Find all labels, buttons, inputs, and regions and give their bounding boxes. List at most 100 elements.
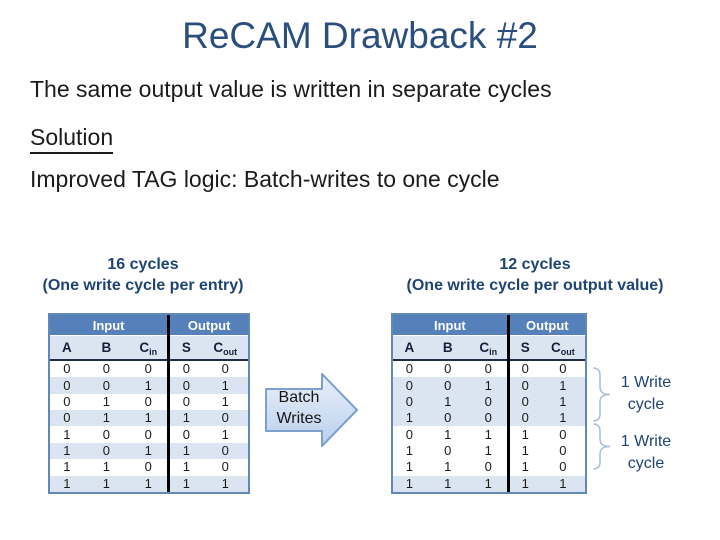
column-header: Cin — [469, 335, 509, 361]
table-cell: 0 — [425, 410, 470, 427]
table-cell: 0 — [425, 377, 470, 394]
table-cell: 0 — [167, 393, 203, 411]
left-table-caption: 16 cycles (One write cycle per entry) — [23, 254, 263, 296]
table-cell: 0 — [559, 443, 567, 458]
left-caption-line2: (One write cycle per entry) — [42, 277, 244, 294]
table-cell: 1 — [540, 393, 585, 411]
write-cycle-annotation-1: 1 Write cycle — [604, 372, 688, 416]
table-cell: 1 — [102, 393, 111, 409]
table-cell: 0 — [63, 393, 71, 409]
solution-heading: Solution — [30, 124, 114, 154]
table-cell: 1 — [83, 475, 130, 492]
group-header: Input — [393, 315, 509, 336]
table-cell: 0 — [50, 377, 84, 394]
table-cell: 1 — [50, 442, 84, 460]
table-cell: 1 — [540, 475, 585, 492]
table-cell: 0 — [167, 377, 203, 394]
column-header: Cout — [202, 335, 248, 361]
table-cell: 0 — [444, 361, 452, 377]
column-header: A — [393, 335, 426, 361]
table-cell: 1 — [102, 459, 111, 475]
right-caption-line1: 12 cycles — [499, 256, 571, 273]
table-cell: 0 — [405, 361, 413, 377]
table-cell: 1 — [540, 410, 585, 427]
table-cell: 1 — [50, 475, 84, 492]
table-cell: 1 — [405, 459, 413, 475]
table-cell: 0 — [83, 377, 130, 394]
table-cell: 0 — [559, 361, 567, 377]
annotation1-line2: cycle — [627, 396, 665, 413]
column-header: Cin — [129, 335, 169, 361]
table-cell: 0 — [102, 361, 111, 377]
table-cell: 0 — [221, 459, 229, 475]
table-cell: 1 — [405, 443, 413, 458]
batch-writes-line2: Writes — [276, 410, 322, 427]
table-cell: 1 — [425, 393, 470, 411]
group-header: Input — [50, 315, 169, 336]
group-header: Output — [167, 315, 248, 336]
table-cell: 0 — [202, 410, 248, 427]
table-cell: 0 — [144, 459, 152, 475]
table-cell: 0 — [202, 442, 248, 460]
table-cell: 0 — [50, 410, 84, 427]
table-cell: 0 — [63, 361, 71, 377]
table-cell: 1 — [506, 459, 541, 476]
table-cell: 0 — [221, 361, 229, 377]
table-cell: 1 — [484, 426, 492, 442]
table-cell: 1 — [63, 426, 71, 442]
table-cell: 0 — [167, 360, 203, 378]
annotation1-line1: 1 Write — [620, 374, 672, 391]
body-text-problem: The same output value is written in sepa… — [30, 76, 552, 102]
table-cell: 1 — [167, 442, 203, 460]
solution-heading-text: Solution — [30, 124, 114, 154]
column-header: Cout — [540, 335, 585, 361]
column-header: B — [83, 335, 130, 361]
table-cell: 0 — [167, 426, 203, 443]
table-cell: 1 — [469, 377, 509, 394]
annotation2-line1: 1 Write — [620, 433, 672, 450]
table-cell: 1 — [393, 410, 426, 427]
table-cell: 1 — [129, 377, 169, 394]
table-cell: 1 — [393, 475, 426, 492]
table-cell: 1 — [202, 377, 248, 394]
table-cell: 1 — [129, 475, 169, 492]
table-cell: 1 — [221, 426, 229, 442]
right-caption-line2: (One write cycle per output value) — [406, 277, 664, 294]
table-cell: 1 — [484, 443, 492, 458]
table-cell: 0 — [506, 410, 541, 427]
table-cell: 1 — [167, 459, 203, 476]
column-header: S — [506, 335, 541, 361]
table-cell: 0 — [506, 393, 541, 411]
right-table-caption: 12 cycles (One write cycle per output va… — [399, 254, 671, 296]
table-cell: 0 — [144, 361, 152, 377]
left-caption-line1: 16 cycles — [107, 256, 179, 273]
table-cell: 1 — [83, 410, 130, 427]
table-cell: 0 — [506, 377, 541, 394]
column-header: B — [425, 335, 470, 361]
table-cell: 1 — [129, 410, 169, 427]
table-cell: 0 — [484, 459, 492, 475]
brace-bottom-icon — [593, 423, 611, 470]
table-cell: 1 — [540, 377, 585, 394]
table-cell: 0 — [102, 426, 111, 442]
column-header: S — [167, 335, 203, 361]
table-cell: 0 — [469, 393, 509, 411]
table-cell: 1 — [425, 475, 470, 492]
table-cell: 1 — [167, 475, 203, 492]
batch-writes-label: Batch Writes — [261, 387, 337, 429]
batch-writes-arrow-icon — [265, 373, 358, 447]
body-text-solution: Improved TAG logic: Batch-writes to one … — [30, 166, 500, 192]
table-cell: 0 — [83, 442, 130, 460]
